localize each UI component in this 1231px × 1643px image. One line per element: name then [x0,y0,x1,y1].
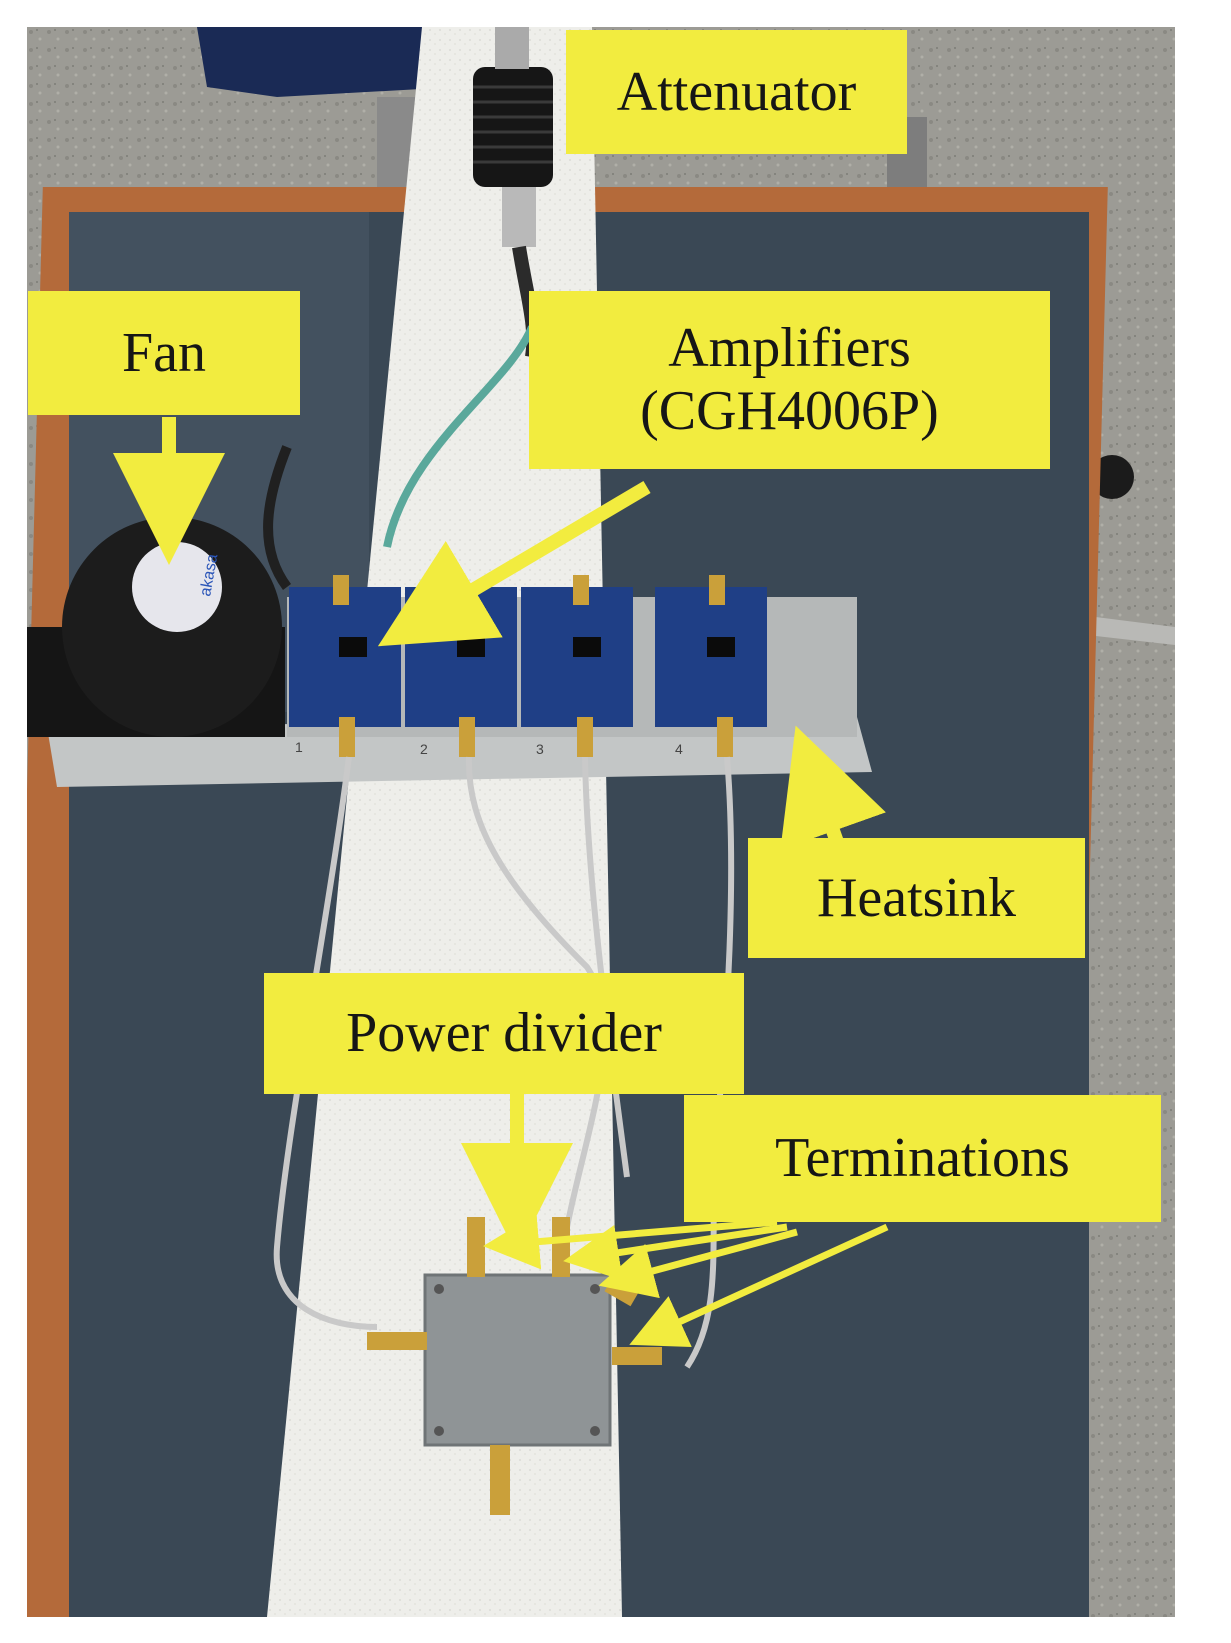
heatsink-label: Heatsink [748,838,1085,958]
divider-output-connector [490,1445,510,1515]
annotation-arrows [113,417,886,1255]
amplifiers-label: Amplifiers (CGH4006P) [529,291,1050,469]
caster-wheel-icon [1090,455,1134,499]
power-divider-label: Power divider [264,973,744,1094]
divider-input-connector [367,1332,427,1350]
attenuator-label: Attenuator [566,30,907,154]
attenuator-output-connector [502,187,536,247]
amplifier-arrow [377,480,651,647]
attenuator-fins [473,85,553,164]
heatsink-arrow [780,725,886,850]
board-number: 4 [675,741,683,757]
office-chair [197,27,467,97]
termination-connector [552,1217,570,1277]
termination-connector [612,1347,662,1365]
attenuator-input-connector [495,27,529,69]
fan-label: Fan [28,291,300,415]
input-cable [383,325,536,548]
terminations-label: Terminations [684,1095,1161,1222]
board-number: 3 [536,741,544,757]
attenuator-body [473,67,553,187]
board-number: 2 [420,741,428,757]
screw-icon [434,1284,444,1294]
screw-icon [434,1426,444,1436]
amplifier-board [655,575,767,757]
screw-icon [590,1426,600,1436]
screw-icon [590,1284,600,1294]
termination-connector [467,1217,485,1277]
termination-arrows [483,1213,889,1348]
amplifier-board [521,575,633,757]
power-divider-box [423,1273,612,1447]
board-number: 1 [295,739,303,755]
fan-power-cable [263,445,292,590]
test-setup-photo: akasa 1 2 3 4 [27,27,1175,1617]
